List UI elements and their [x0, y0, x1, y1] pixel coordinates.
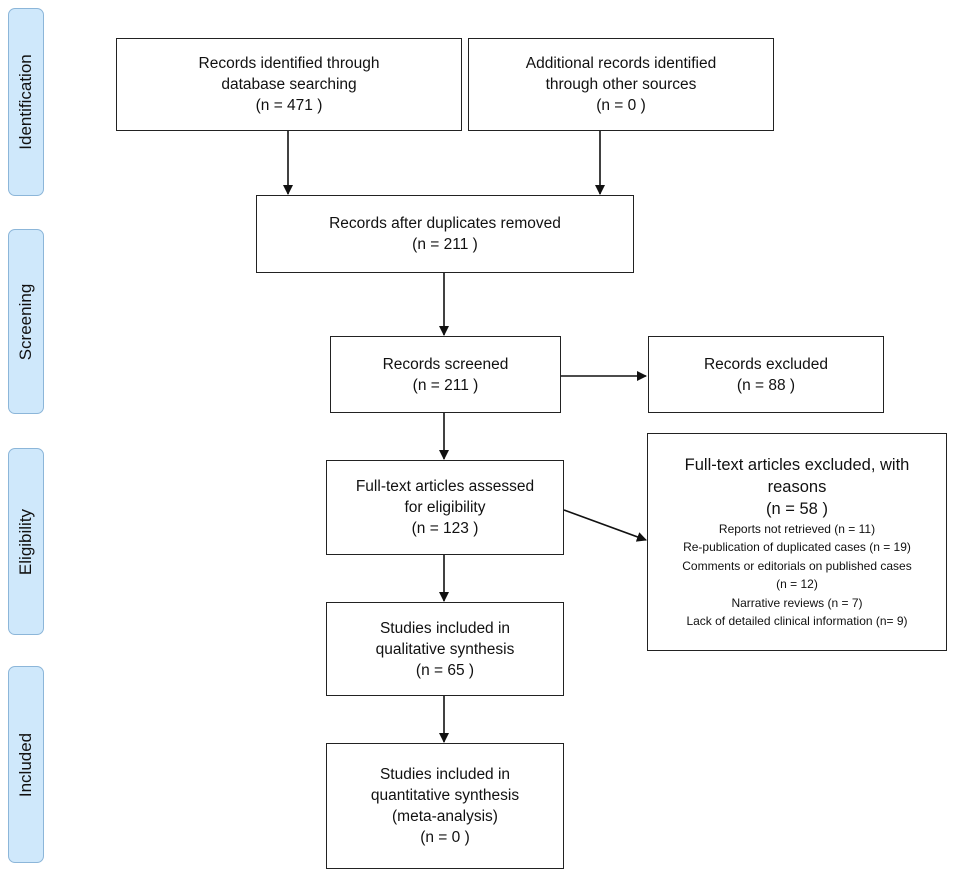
box-other-line1: Additional records identified: [525, 55, 717, 72]
box-fulltext-excl-count: (n = 58 ): [766, 499, 828, 518]
reason-item: Lack of detailed clinical information (n…: [686, 614, 908, 628]
reason-item: (n = 12): [776, 577, 818, 591]
box-quantitative-line3: (meta-analysis): [392, 808, 498, 825]
box-qualitative-line1: Studies included in: [379, 619, 511, 637]
box-excluded-count: (n = 88 ): [736, 376, 796, 394]
box-screened-count: (n = 211 ): [412, 376, 479, 394]
phase-eligibility: Eligibility: [8, 448, 44, 635]
box-quantitative-line1: Studies included in: [379, 766, 511, 783]
box-screened-line1: Records screened: [382, 355, 509, 373]
box-fulltext-line2: for eligibility: [404, 499, 486, 516]
box-fulltext-excl-line2: reasons: [767, 477, 827, 496]
box-database-line2: database searching: [221, 76, 357, 93]
box-full-text-assessed: Full-text articles assessed for eligibil…: [326, 460, 564, 555]
box-records-excluded: Records excluded (n = 88 ): [648, 336, 884, 413]
phase-screening: Screening: [8, 229, 44, 414]
box-quantitative-count: (n = 0 ): [420, 829, 470, 846]
box-qualitative-synthesis: Studies included in qualitative synthesi…: [326, 602, 564, 696]
box-duplicates-count: (n = 211 ): [412, 236, 478, 253]
box-qualitative-line2: qualitative synthesis: [375, 640, 515, 658]
arrow-fulltext-to-excluded: [563, 509, 647, 542]
box-fulltext-count: (n = 123 ): [411, 520, 479, 537]
box-records-screened: Records screened (n = 211 ): [330, 336, 561, 413]
reason-item: Narrative reviews (n = 7): [731, 595, 863, 610]
box-excluded-line1: Records excluded: [703, 355, 829, 373]
box-fulltext-line1: Full-text articles assessed: [355, 478, 535, 495]
box-after-duplicates: Records after duplicates removed (n = 21…: [256, 195, 634, 273]
box-other-sources: Additional records identified through ot…: [468, 38, 774, 131]
box-other-line2: through other sources: [545, 76, 697, 93]
box-database-count: (n = 471 ): [255, 97, 323, 114]
box-full-text-excluded: Full-text articles excluded, with reason…: [647, 433, 947, 651]
box-database-records: Records identified through database sear…: [116, 38, 462, 131]
box-qualitative-count: (n = 65 ): [415, 661, 475, 679]
box-duplicates-line1: Records after duplicates removed: [329, 215, 561, 232]
box-database-line1: Records identified through: [198, 55, 380, 72]
reason-item: Re-publication of duplicated cases (n = …: [683, 540, 911, 554]
reason-item: Reports not retrieved (n = 11): [718, 521, 876, 536]
phase-included: Included: [8, 666, 44, 863]
box-quantitative-synthesis: Studies included in quantitative synthes…: [326, 743, 564, 869]
box-fulltext-excl-line1: Full-text articles excluded, with: [684, 455, 910, 474]
reason-item: Comments or editorials on published case…: [682, 558, 912, 573]
box-other-count: (n = 0 ): [596, 97, 646, 114]
phase-identification: Identification: [8, 8, 44, 196]
box-quantitative-line2: quantitative synthesis: [370, 787, 520, 804]
